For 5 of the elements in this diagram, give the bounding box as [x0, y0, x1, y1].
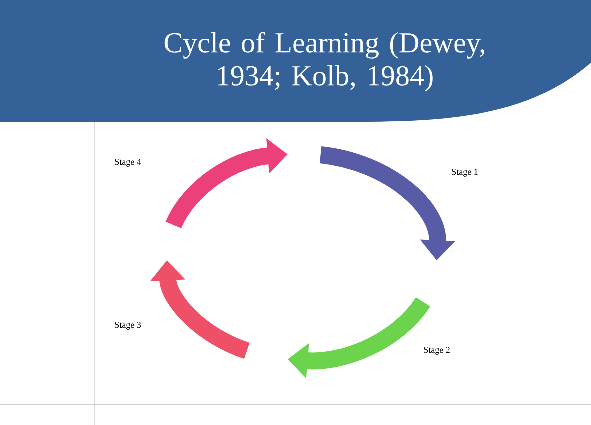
- stage-label: Stage 4: [115, 159, 142, 167]
- stage-label: Stage 2: [424, 347, 450, 355]
- diagram-title: Cycle of Learning (Dewey, 1934; Kolb, 1984): [164, 32, 485, 92]
- stage-label: Stage 1: [452, 169, 478, 177]
- stage-label: Stage 3: [115, 322, 142, 330]
